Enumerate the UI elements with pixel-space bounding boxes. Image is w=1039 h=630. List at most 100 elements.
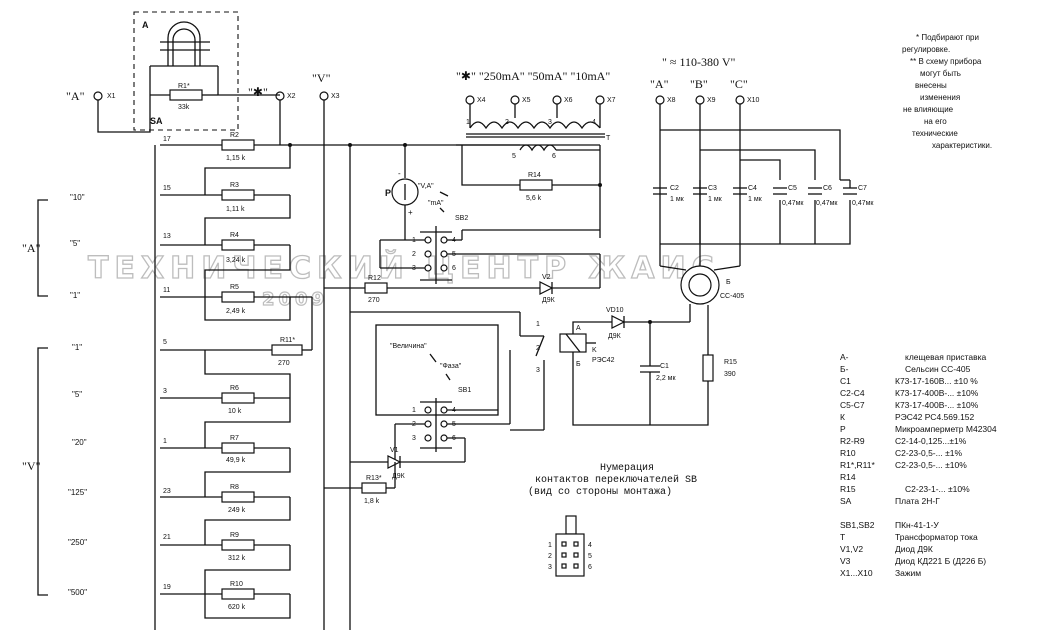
svg-text:A: A bbox=[576, 325, 581, 332]
contact-5: 5 bbox=[163, 339, 167, 346]
parts-legend: А-клещевая приставка Б-Сельсин СС-405 C1… bbox=[840, 352, 997, 578]
terminal-x7[interactable]: X7 bbox=[595, 95, 616, 105]
svg-text:X3: X3 bbox=[331, 93, 340, 100]
svg-text:"A": "A" bbox=[650, 77, 669, 91]
r1-value: 33k bbox=[178, 104, 190, 111]
svg-text:249 k: 249 k bbox=[228, 507, 246, 514]
r6-resistor bbox=[221, 392, 255, 404]
terminal-x9[interactable]: "B" X9 bbox=[690, 77, 716, 105]
svg-text:не влияющие: не влияющие bbox=[903, 105, 954, 114]
probe-label: A bbox=[142, 20, 149, 30]
svg-text:на его: на его bbox=[924, 117, 947, 126]
contact-19: 19 bbox=[163, 584, 171, 591]
sa-label: SA bbox=[150, 116, 163, 126]
terminal-x4[interactable]: X4 bbox=[465, 95, 486, 105]
relay-k: 1 2 3 A Б K РЭС42 bbox=[510, 321, 650, 431]
svg-text:2: 2 bbox=[548, 553, 552, 560]
svg-text:R7: R7 bbox=[230, 435, 239, 442]
svg-text:"B": "B" bbox=[690, 77, 708, 91]
svg-text:1: 1 bbox=[536, 321, 540, 328]
svg-text:C6: C6 bbox=[823, 185, 832, 192]
svg-text:1 мк: 1 мк bbox=[708, 196, 723, 203]
svg-text:SB1: SB1 bbox=[458, 387, 471, 394]
svg-text:6: 6 bbox=[588, 564, 592, 571]
svg-text:-: - bbox=[398, 169, 401, 178]
terminal-x1[interactable]: "A" X1 bbox=[66, 89, 116, 103]
svg-text:R8: R8 bbox=[230, 484, 239, 491]
svg-text:R14: R14 bbox=[528, 172, 541, 179]
r5-resistor bbox=[221, 291, 255, 303]
svg-text:4: 4 bbox=[588, 542, 592, 549]
terminal-x5[interactable]: X5 bbox=[510, 95, 531, 105]
terminal-x6[interactable]: X6 bbox=[552, 95, 573, 105]
svg-text:R10: R10 bbox=[840, 448, 856, 458]
svg-text:Р: Р bbox=[840, 424, 846, 434]
terminal-x10[interactable]: "C" X10 bbox=[730, 77, 760, 105]
terminal-x2[interactable]: "✱" X2 bbox=[248, 85, 296, 101]
svg-text:С2-14-0,125...±1%: С2-14-0,125...±1% bbox=[895, 436, 967, 446]
r4-resistor bbox=[221, 239, 255, 251]
svg-text:2: 2 bbox=[505, 119, 509, 126]
svg-text:390: 390 bbox=[724, 371, 736, 378]
svg-text:"10": "10" bbox=[70, 193, 85, 202]
svg-text:"1": "1" bbox=[72, 343, 82, 352]
svg-text:R5: R5 bbox=[230, 284, 239, 291]
sb2-switch[interactable]: "V,A" "mA" SB2 1 2 3 4 5 6 bbox=[379, 183, 600, 284]
svg-text:49,9 k: 49,9 k bbox=[226, 457, 246, 464]
svg-text:V1,V2: V1,V2 bbox=[840, 544, 863, 554]
svg-text:V1: V1 bbox=[390, 447, 399, 454]
svg-text:X2: X2 bbox=[287, 93, 296, 100]
svg-text:1: 1 bbox=[548, 542, 552, 549]
svg-text:6: 6 bbox=[552, 153, 556, 160]
svg-text:X9: X9 bbox=[707, 97, 716, 104]
svg-text:3: 3 bbox=[412, 435, 416, 442]
svg-text:SA: SA bbox=[840, 496, 852, 506]
sb1-mode-value: "Величина" bbox=[390, 343, 427, 350]
svg-text:R1*,R11*: R1*,R11* bbox=[840, 460, 875, 470]
svg-text:5,6 k: 5,6 k bbox=[526, 195, 542, 202]
svg-text:С2-23-0,5-... ±1%: С2-23-0,5-... ±1% bbox=[895, 448, 962, 458]
svg-text:K: K bbox=[592, 347, 597, 354]
svg-text:регулировке.: регулировке. bbox=[902, 45, 950, 54]
svg-text:X8: X8 bbox=[667, 97, 676, 104]
svg-text:C7: C7 bbox=[858, 185, 867, 192]
svg-text:изменения: изменения bbox=[920, 93, 960, 102]
svg-text:"250": "250" bbox=[68, 538, 87, 547]
contact-15: 15 bbox=[163, 185, 171, 192]
svg-text:C5: C5 bbox=[788, 185, 797, 192]
svg-text:X4: X4 bbox=[477, 97, 486, 104]
svg-text:* Подбирают при: * Подбирают при bbox=[916, 33, 979, 42]
svg-text:6: 6 bbox=[452, 265, 456, 272]
svg-text:620 k: 620 k bbox=[228, 604, 246, 611]
svg-text:К: К bbox=[840, 412, 845, 422]
svg-text:1 мк: 1 мк bbox=[670, 196, 685, 203]
r2-resistor bbox=[221, 139, 255, 151]
contact-23: 23 bbox=[163, 488, 171, 495]
svg-text:РЭС42: РЭС42 bbox=[592, 357, 615, 364]
current-range-labels: "A" "10" "5" "1" bbox=[22, 193, 85, 300]
svg-text:R12: R12 bbox=[368, 275, 381, 282]
terminal-x3[interactable]: "V" X3 bbox=[312, 71, 340, 101]
r13-resistor-group: R13* 1,8 k bbox=[324, 462, 396, 505]
voltage-range-labels: "V" "1" "5" "20" "125" "250" "500" bbox=[22, 343, 87, 597]
svg-text:клещевая приставка: клещевая приставка bbox=[905, 352, 987, 362]
svg-text:1,11 k: 1,11 k bbox=[226, 206, 245, 213]
svg-text:X10: X10 bbox=[747, 97, 760, 104]
svg-text:"V": "V" bbox=[312, 71, 331, 85]
svg-text:1: 1 bbox=[412, 407, 416, 414]
r1-resistor bbox=[169, 89, 203, 101]
svg-text:А-: А- bbox=[840, 352, 849, 362]
svg-text:R14: R14 bbox=[840, 472, 856, 482]
synchro-motor: Б СС-405 bbox=[659, 244, 744, 322]
terminal-x8[interactable]: "A" X8 bbox=[650, 77, 676, 105]
svg-text:R9: R9 bbox=[230, 532, 239, 539]
svg-text:2,49 k: 2,49 k bbox=[226, 308, 246, 315]
svg-text:X6: X6 bbox=[564, 97, 573, 104]
sb1-switch[interactable]: "Величина" "Фаза" SB1 1 2 3 4 5 6 bbox=[350, 311, 521, 462]
svg-text:C2-C4: C2-C4 bbox=[840, 388, 865, 398]
svg-text:X7: X7 bbox=[607, 97, 616, 104]
svg-text:3: 3 bbox=[548, 564, 552, 571]
svg-text:R15: R15 bbox=[840, 484, 856, 494]
svg-text:Плата 2Н-Г: Плата 2Н-Г bbox=[895, 496, 940, 506]
svg-text:Б: Б bbox=[576, 361, 581, 368]
